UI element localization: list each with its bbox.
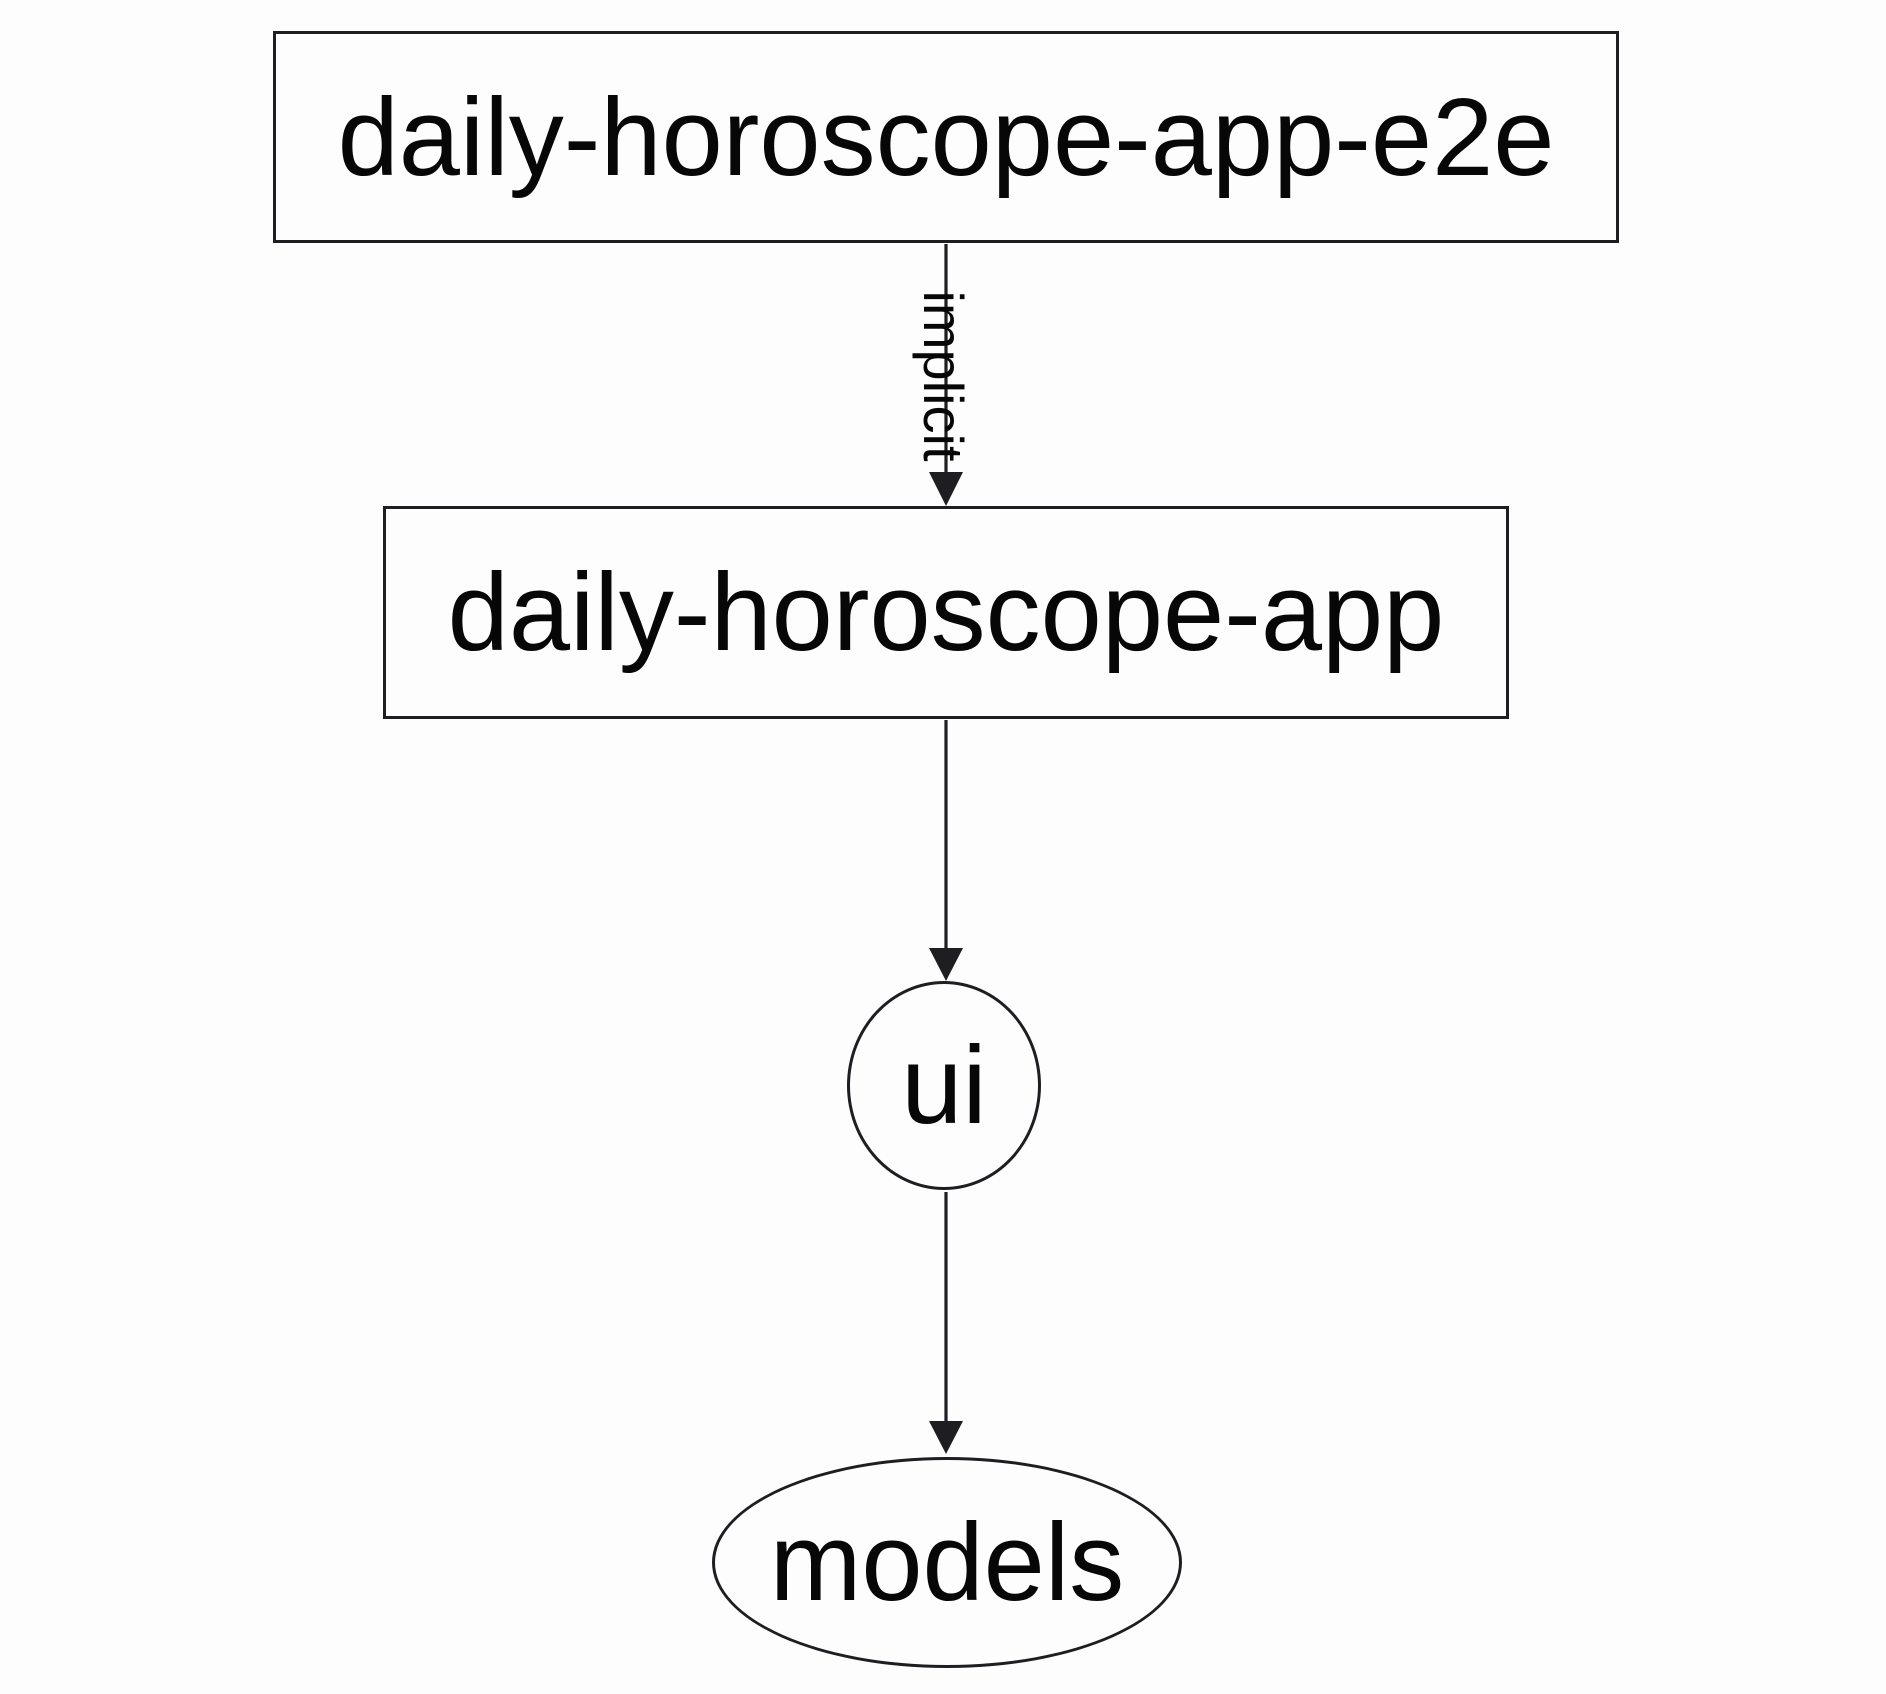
- edge-implicit-label: implicit: [912, 290, 975, 462]
- edge-e2e-to-app-arrowhead-icon: [929, 472, 963, 506]
- node-daily-horoscope-app-label: daily-horoscope-app: [447, 551, 1445, 674]
- node-daily-horoscope-app-e2e[interactable]: daily-horoscope-app-e2e: [273, 31, 1619, 243]
- node-models-label: models: [769, 1501, 1125, 1624]
- node-daily-horoscope-app-e2e-label: daily-horoscope-app-e2e: [337, 75, 1555, 199]
- edge-app-to-ui-arrowhead-icon: [929, 948, 963, 981]
- node-ui-label: ui: [901, 1024, 987, 1147]
- node-models[interactable]: models: [712, 1457, 1182, 1668]
- edge-ui-to-models-arrowhead-icon: [929, 1421, 963, 1454]
- node-ui[interactable]: ui: [847, 981, 1041, 1190]
- node-daily-horoscope-app[interactable]: daily-horoscope-app: [383, 506, 1509, 719]
